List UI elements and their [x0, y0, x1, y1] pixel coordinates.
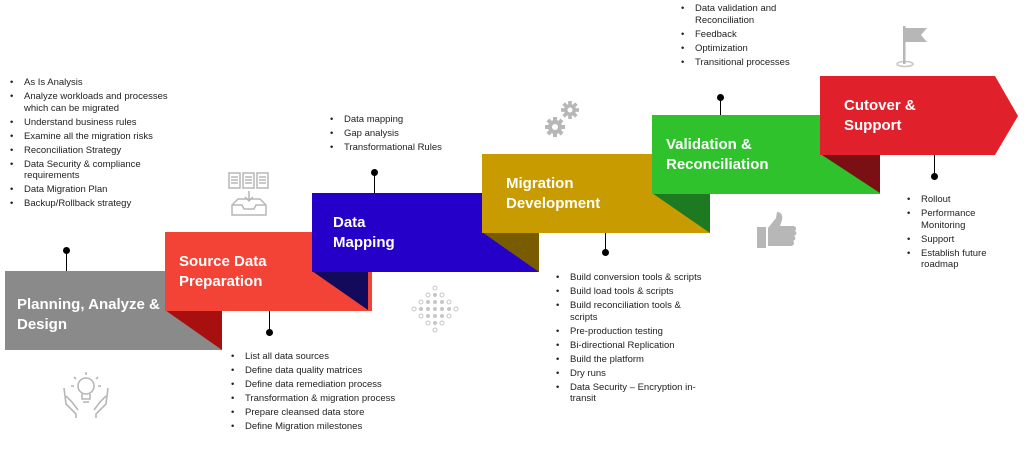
list-item: Build conversion tools & scripts — [556, 272, 710, 284]
stage-cutover-arrow — [820, 76, 1018, 155]
list-item: Build reconciliation tools & scripts — [556, 300, 710, 323]
connector-dot-source — [266, 329, 273, 336]
list-item: Dry runs — [556, 368, 710, 380]
list-item: Define data remediation process — [231, 379, 405, 391]
list-item: Backup/Rollback strategy — [10, 198, 189, 210]
list-item: Transitional processes — [681, 57, 805, 69]
connector-planning — [66, 250, 67, 271]
list-item: Build load tools & scripts — [556, 286, 710, 298]
list-item: Understand business rules — [10, 117, 189, 129]
list-item: Feedback — [681, 29, 805, 41]
list-item: List all data sources — [231, 351, 405, 363]
list-item: Data mapping — [330, 114, 504, 126]
stage-planning-title: Planning, Analyze & Design — [17, 295, 160, 333]
list-item: Transformation & migration process — [231, 393, 405, 405]
list-item: Establish future roadmap — [907, 248, 1021, 271]
list-item: Pre-production testing — [556, 326, 710, 338]
list-item: Build the platform — [556, 354, 710, 366]
list-item: Bi-directional Replication — [556, 340, 710, 352]
list-item: Define data quality matrices — [231, 365, 405, 377]
stage-mapping-title: Data Mapping — [333, 213, 395, 251]
stage-cutover-title: Cutover & Support — [844, 96, 916, 134]
gears-icon — [545, 101, 579, 137]
list-item: Transformational Rules — [330, 142, 504, 154]
lightbulb-hands-icon — [63, 372, 109, 418]
connector-dot-validation — [717, 94, 724, 101]
documents-tray-icon — [228, 172, 269, 216]
planning-list: As Is Analysis Analyze workloads and pro… — [8, 77, 189, 212]
list-item: Gap analysis — [330, 128, 504, 140]
list-item: Data Security & compliance requirements — [10, 159, 189, 182]
connector-dot-cutover — [931, 173, 938, 180]
flag-icon — [896, 26, 927, 68]
stage-cutover-block: Cutover & Support — [820, 76, 995, 155]
connector-mapping — [374, 172, 375, 193]
list-item: Reconciliation Strategy — [10, 145, 189, 157]
connector-dot-migration — [602, 249, 609, 256]
list-item: Analyze workloads and processes which ca… — [10, 91, 189, 114]
stage-validation-title: Validation & Reconciliation — [666, 135, 769, 173]
connector-validation — [720, 97, 721, 115]
list-item: Rollout — [907, 194, 1021, 206]
stage-source-title: Source Data Preparation — [179, 252, 267, 290]
list-item: Examine all the migration risks — [10, 131, 189, 143]
list-item: Data validation and Reconciliation — [681, 3, 805, 26]
migration-list: Build conversion tools & scripts Build l… — [554, 272, 710, 407]
validation-list: Data validation and Reconciliation Feedb… — [679, 3, 805, 71]
cutover-list: Rollout Performance Monitoring Support E… — [905, 194, 1021, 273]
mapping-list: Data mapping Gap analysis Transformation… — [328, 114, 504, 156]
connector-dot-mapping — [371, 169, 378, 176]
stage-cutover-fold — [822, 155, 880, 193]
dot-grid-icon — [411, 285, 459, 333]
list-item: Support — [907, 234, 1021, 246]
list-item: Performance Monitoring — [907, 208, 1021, 231]
stage-source-fold — [165, 310, 222, 350]
connector-dot-planning — [63, 247, 70, 254]
stage-validation-fold — [652, 193, 710, 233]
source-list: List all data sources Define data qualit… — [229, 351, 405, 435]
list-item: Optimization — [681, 43, 805, 55]
list-item: As Is Analysis — [10, 77, 189, 89]
connector-migration — [605, 233, 606, 252]
thumbs-up-icon — [757, 212, 797, 248]
list-item: Define Migration milestones — [231, 421, 405, 433]
stage-mapping-fold — [312, 271, 368, 310]
list-item: Data Security – Encryption in-transit — [556, 382, 710, 405]
connector-cutover — [934, 155, 935, 176]
stage-migration-fold — [482, 232, 539, 272]
connector-source — [269, 311, 270, 332]
list-item: Prepare cleansed data store — [231, 407, 405, 419]
stage-migration-title: Migration Development — [506, 174, 601, 212]
list-item: Data Migration Plan — [10, 184, 189, 196]
